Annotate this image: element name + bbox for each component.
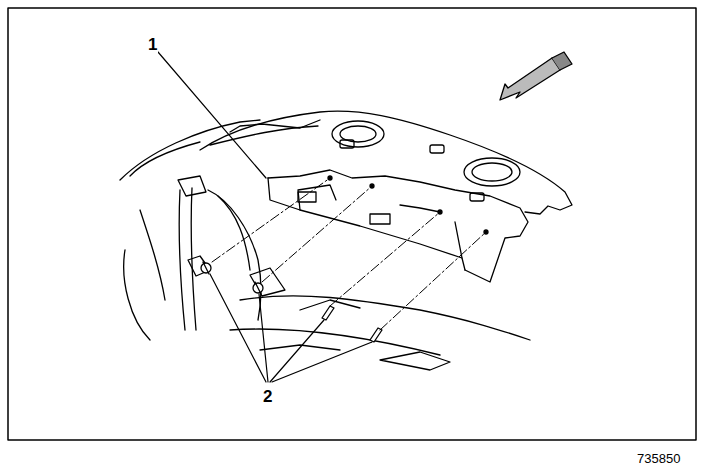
callout-number: 1 — [147, 36, 158, 53]
direction-arrow — [500, 58, 560, 100]
rear-seat-panel — [268, 170, 528, 282]
leader-line — [158, 52, 372, 382]
callout-number: 2 — [262, 388, 273, 405]
figure-number: 735850 — [636, 452, 681, 465]
speaker-opening — [332, 121, 384, 147]
seat-belt-guide — [178, 176, 206, 196]
direction-arrow-side — [552, 52, 572, 70]
fastener — [201, 262, 382, 342]
frame — [8, 8, 696, 440]
package-shelf — [200, 111, 572, 214]
speaker-opening — [464, 158, 520, 186]
